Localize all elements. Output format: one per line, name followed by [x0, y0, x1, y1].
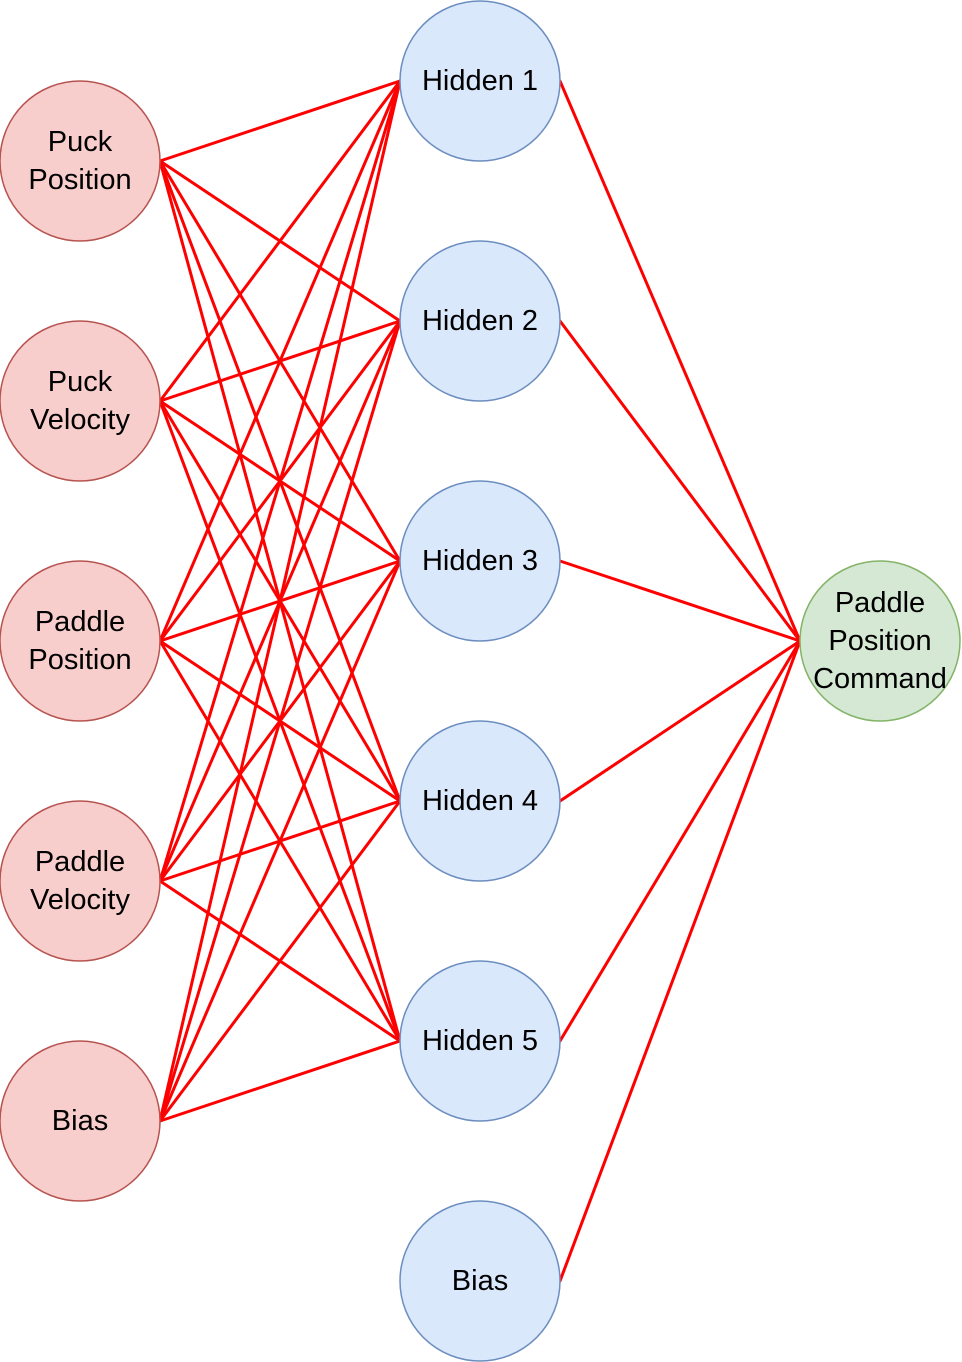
edge-hidden-1-to-paddle-position-command	[558, 79, 802, 643]
node-circle	[399, 960, 561, 1122]
edge-input-bias-to-hidden-4	[158, 799, 402, 1123]
edge-input-bias-to-hidden-1	[158, 79, 402, 1123]
node-circle	[399, 1200, 561, 1362]
edge-hidden-5-to-paddle-position-command	[558, 639, 802, 1043]
node-circle	[0, 1040, 161, 1202]
node-label: Hidden 5	[422, 1025, 538, 1057]
node-label: Command	[813, 663, 947, 695]
node-circle	[0, 800, 161, 962]
node-circle	[799, 560, 961, 722]
node-label: Bias	[52, 1105, 108, 1137]
edge-input-bias-to-hidden-2	[158, 319, 402, 1123]
node-hidden-3: Hidden 3	[399, 480, 561, 642]
node-label: Puck	[48, 366, 113, 398]
node-label: Hidden 1	[422, 65, 538, 97]
edge-puck-velocity-to-hidden-1	[158, 79, 402, 403]
node-circle	[399, 240, 561, 402]
node-input-bias: Bias	[0, 1040, 161, 1202]
node-label: Bias	[452, 1265, 508, 1297]
node-circle	[399, 720, 561, 882]
node-label: Velocity	[30, 884, 130, 916]
edge-hidden-3-to-paddle-position-command	[558, 559, 802, 643]
node-label: Hidden 4	[422, 785, 538, 817]
node-hidden-5: Hidden 5	[399, 960, 561, 1122]
node-label: Puck	[48, 126, 113, 158]
node-circle	[0, 320, 161, 482]
edge-hidden-2-to-paddle-position-command	[558, 319, 802, 643]
edge-input-bias-to-hidden-3	[158, 559, 402, 1123]
node-circle	[0, 80, 161, 242]
edge-paddle-velocity-to-hidden-1	[158, 79, 402, 883]
edge-input-bias-to-hidden-5	[158, 1039, 402, 1123]
node-label: Position	[828, 625, 931, 657]
node-label: Paddle	[835, 587, 925, 619]
node-label: Hidden 2	[422, 305, 538, 337]
node-circle	[0, 560, 161, 722]
node-label: Paddle	[35, 846, 125, 878]
node-circle	[399, 480, 561, 642]
connection-edges	[158, 79, 802, 1283]
node-label: Position	[28, 644, 131, 676]
node-circle	[399, 0, 561, 162]
node-label: Position	[28, 164, 131, 196]
node-hidden-2: Hidden 2	[399, 240, 561, 402]
node-label: Paddle	[35, 606, 125, 638]
edge-puck-position-to-hidden-1	[158, 79, 402, 163]
node-label: Velocity	[30, 404, 130, 436]
node-hidden-1: Hidden 1	[399, 0, 561, 162]
edge-hidden-bias-to-paddle-position-command	[558, 639, 802, 1283]
node-hidden-bias: Bias	[399, 1200, 561, 1362]
node-label: Hidden 3	[422, 545, 538, 577]
node-hidden-4: Hidden 4	[399, 720, 561, 882]
edge-paddle-position-to-hidden-1	[158, 79, 402, 643]
edge-hidden-4-to-paddle-position-command	[558, 639, 802, 803]
